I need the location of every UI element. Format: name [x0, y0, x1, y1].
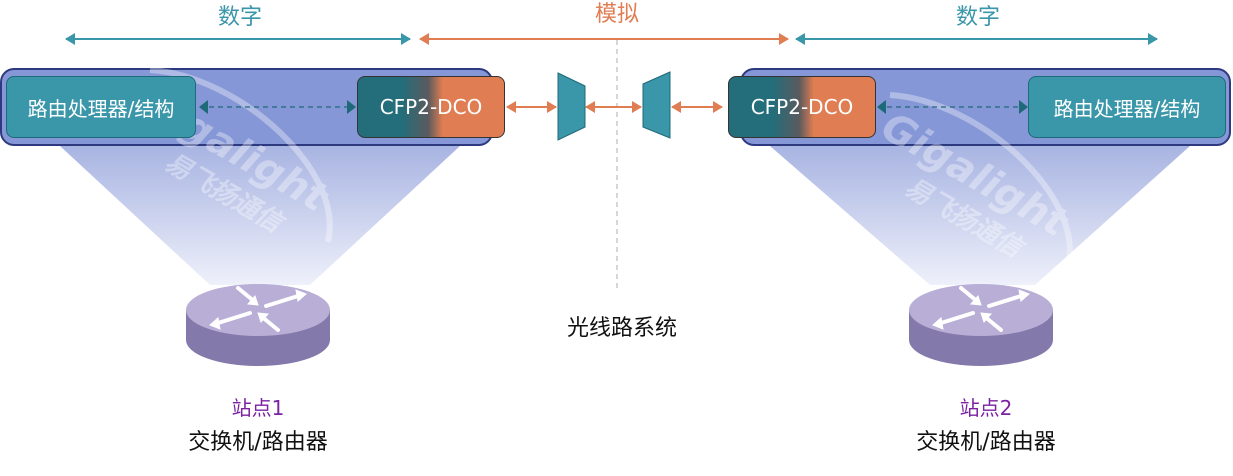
site2-cfp2-dco-label: CFP2-DCO	[750, 95, 854, 119]
site1-beam	[60, 146, 460, 285]
site1-cfp2-dco-module: CFP2-DCO	[357, 76, 505, 138]
site2-cfp2-dco-module: CFP2-DCO	[728, 76, 876, 138]
demux-icon	[642, 71, 671, 139]
analog-label: 模拟	[594, 2, 639, 27]
site2-title: 站点2	[959, 396, 1013, 420]
site2-route-processor-label: 路由处理器/结构	[1053, 96, 1201, 121]
mux-icon	[557, 72, 586, 141]
site1-route-processor: 路由处理器/结构	[6, 76, 196, 138]
right-digital-label: 数字	[955, 5, 1000, 30]
site1-device-label: 交换机/路由器	[188, 430, 328, 455]
left-digital-label: 数字	[217, 5, 262, 30]
site2-beam	[770, 146, 1190, 285]
site2-device-label: 交换机/路由器	[916, 430, 1056, 455]
site2-route-processor: 路由处理器/结构	[1028, 76, 1226, 138]
site1-router-icon	[186, 284, 330, 366]
optical-line-system-label: 光线路系统	[566, 316, 677, 341]
site2-router-icon	[909, 284, 1053, 366]
site1-route-processor-label: 路由处理器/结构	[27, 96, 175, 121]
site1-title: 站点1	[231, 396, 285, 420]
site1-cfp2-dco-label: CFP2-DCO	[379, 95, 483, 119]
